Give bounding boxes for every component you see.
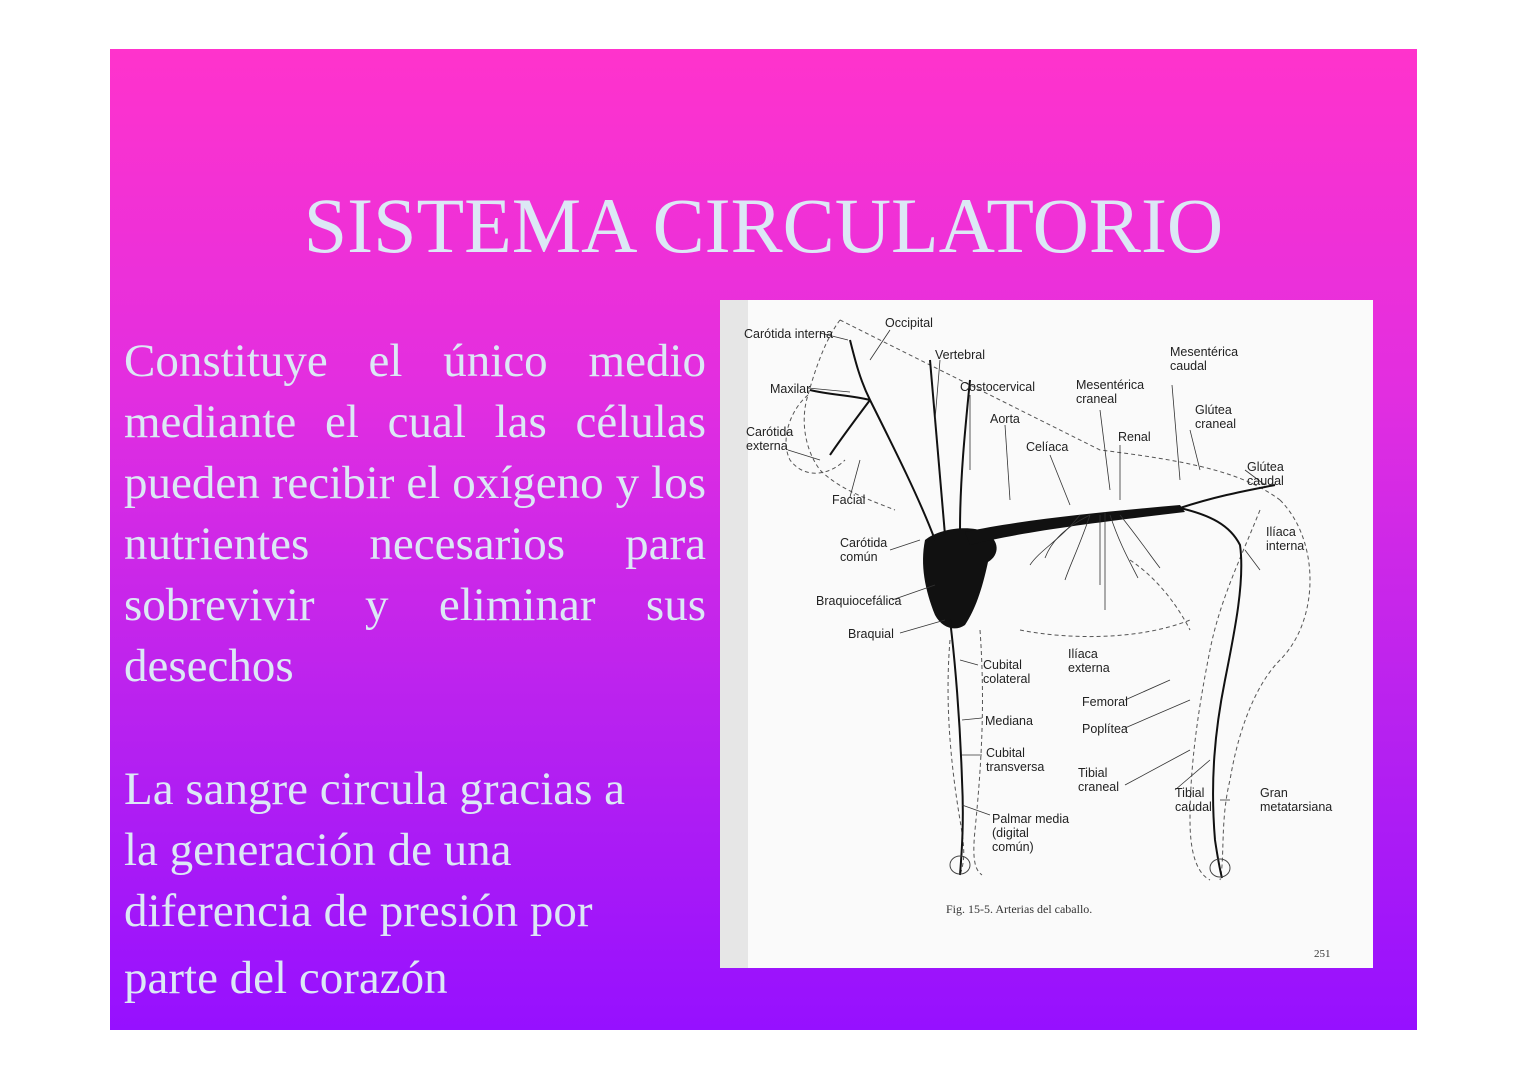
label-femoral: Femoral [1082, 695, 1128, 709]
label-line: caudal [1175, 800, 1212, 814]
intestinal-branches [1029, 512, 1161, 610]
label-line: Tibial [1078, 766, 1108, 780]
paragraph-2-line: diferencia de presión por [124, 885, 593, 937]
label-carotida-comun: Carótida común [840, 536, 887, 564]
label-mesenterica-craneal: Mesentérica craneal [1076, 378, 1144, 406]
label-carotida-interna: Carótida interna [744, 327, 833, 341]
label-line: craneal [1078, 780, 1119, 794]
label-line: Carótida [840, 536, 888, 550]
label-line: Glútea [1195, 403, 1232, 417]
label-mediana: Mediana [985, 714, 1033, 728]
label-line: metatarsiana [1260, 800, 1333, 814]
label-line: Tibial [1175, 786, 1205, 800]
figure-caption: Fig. 15-5. Arterias del caballo. [946, 902, 1093, 916]
label-vertebral: Vertebral [935, 348, 986, 362]
label-line: interna [1266, 539, 1305, 553]
paragraph-2: La sangre circula gracias a la generació… [124, 759, 706, 1009]
label-line: Cubital [983, 658, 1022, 672]
label-line: Palmar media [992, 812, 1070, 826]
label-line: colateral [983, 672, 1031, 686]
label-celiaca: Celíaca [1026, 440, 1069, 454]
label-line: caudal [1170, 359, 1207, 373]
label-braquiocefalica: Braquiocefálica [816, 594, 902, 608]
label-palmar-media: Palmar media (digital común) [992, 812, 1069, 854]
label-iliaca-externa: Ilíaca externa [1068, 647, 1110, 675]
label-line: craneal [1195, 417, 1236, 431]
horse-outline [785, 319, 1311, 881]
horse-arteries-drawing [720, 300, 1311, 968]
label-mesenterica-caudal: Mesentérica caudal [1170, 345, 1238, 373]
label-tibial-craneal: Tibial craneal [1078, 766, 1119, 794]
label-line: Ilíaca [1266, 525, 1296, 539]
label-iliaca-interna: Ilíaca interna [1266, 525, 1304, 553]
label-braquial: Braquial [848, 627, 894, 641]
label-aorta: Aorta [990, 412, 1020, 426]
label-cubital-colateral: Cubital colateral [983, 658, 1030, 686]
horse-arteries-figure: Carótida interna Occipital Vertebral Mes… [720, 300, 1373, 968]
label-line: Mesentérica [1170, 345, 1239, 359]
paragraph-1: Constituye el único medio mediante el cu… [124, 335, 706, 692]
label-renal: Renal [1118, 430, 1151, 444]
label-line: Glútea [1247, 460, 1284, 474]
paragraph-2-line: parte del corazón [124, 952, 448, 1004]
label-tibial-caudal: Tibial caudal [1175, 786, 1212, 814]
label-glutea-craneal: Glútea craneal [1195, 403, 1236, 431]
label-line: Carótida [746, 425, 794, 439]
label-carotida-externa: Carótida externa [746, 425, 793, 453]
label-costocervical: Costocervical [960, 380, 1036, 394]
label-line: externa [1068, 661, 1110, 675]
label-occipital: Occipital [885, 316, 933, 330]
label-maxilar: Maxilar [770, 382, 811, 396]
hooves [949, 855, 1231, 878]
paragraph-2-line: la generación de una [124, 824, 512, 876]
page-number: 251 [1314, 948, 1331, 960]
label-line: común) [992, 840, 1034, 854]
label-poplitea: Poplítea [1082, 722, 1128, 736]
label-glutea-caudal: Glútea caudal [1247, 460, 1284, 488]
label-line: Ilíaca [1068, 647, 1098, 661]
scan-edge [720, 300, 748, 968]
label-line: craneal [1076, 392, 1117, 406]
label-line: Gran [1260, 786, 1288, 800]
label-line: Mesentérica [1076, 378, 1145, 392]
label-line: transversa [986, 760, 1045, 774]
slide: SISTEMA CIRCULATORIO Constituye el único… [110, 49, 1417, 1030]
label-gran-metatarsiana: Gran metatarsiana [1260, 786, 1332, 814]
label-line: externa [746, 439, 788, 453]
label-cubital-transversa: Cubital transversa [986, 746, 1044, 774]
label-line: común [840, 550, 878, 564]
heart-and-aorta [923, 505, 1185, 629]
label-line: Cubital [986, 746, 1025, 760]
label-line: (digital [992, 826, 1029, 840]
slide-title: SISTEMA CIRCULATORIO [303, 182, 1224, 269]
label-pointers [787, 329, 1266, 816]
label-line: caudal [1247, 474, 1284, 488]
paragraph-2-line: La sangre circula gracias a [124, 763, 626, 815]
label-facial: Facial [832, 493, 866, 507]
arteries [809, 339, 1276, 879]
